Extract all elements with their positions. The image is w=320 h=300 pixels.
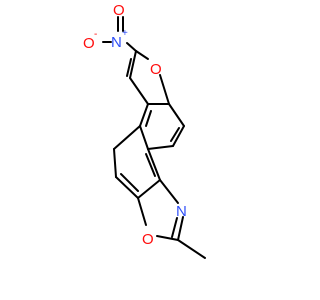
bond-benzene-lower-3-inner <box>120 173 139 192</box>
bond-oxazole-c-o <box>156 235 179 241</box>
bond-benzene-upper-6-inner <box>145 110 152 127</box>
atom-nitro-o-left: O <box>83 35 95 52</box>
atom-furan-o: O <box>150 61 162 78</box>
bond-benzene-lower-5 <box>147 148 161 181</box>
bond-benzene-lower-4 <box>137 179 161 199</box>
bond-furan-c-c-b <box>129 77 149 105</box>
atom-nitro-n: N <box>111 34 122 51</box>
bond-benzene-upper-3-inner <box>170 127 180 142</box>
bond-furan-c-o <box>135 50 149 60</box>
bond-furan-c-c-a-inner <box>126 58 132 77</box>
bond-benzene-upper-2 <box>168 103 185 127</box>
bond-benzene-lower-2 <box>113 148 117 178</box>
atom-oxazole-o: O <box>142 231 154 248</box>
bond-benzene-upper-3 <box>172 125 185 147</box>
bond-lines <box>102 16 206 259</box>
bond-furan-c-c-a <box>129 50 137 79</box>
bond-furan-o-c <box>159 74 170 105</box>
atom-labels: O - N + O O N O <box>83 2 187 248</box>
bond-benzene-lower-3 <box>115 176 139 199</box>
bond-benzene-upper-4 <box>147 145 174 150</box>
bond-oxazole-n-c-inner <box>171 217 178 238</box>
bond-oxazole-c-n <box>159 179 179 204</box>
bond-oxazole-n-c <box>177 216 184 241</box>
bond-oxazole-o-c <box>137 197 147 226</box>
bond-benzene-lower-1 <box>113 125 141 150</box>
bond-methyl <box>177 239 206 259</box>
bond-nitro-n-c <box>126 42 137 52</box>
charge-nitro-o-left: - <box>94 29 97 40</box>
bond-benzene-upper-6 <box>139 103 149 127</box>
atom-nitro-o-top: O <box>113 2 125 19</box>
molecule-diagram: O - N + O O N O <box>83 2 206 259</box>
bond-benzene-lower-5-inner <box>145 153 156 177</box>
bond-benzene-upper-5 <box>139 125 149 150</box>
charge-nitro-n: + <box>122 28 128 39</box>
atom-oxazole-n: N <box>176 203 187 220</box>
